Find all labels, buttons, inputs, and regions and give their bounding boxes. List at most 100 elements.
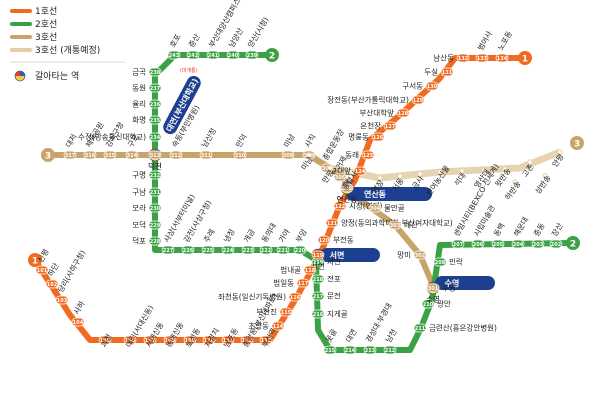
legend-item-line1: 1호선 (10, 6, 57, 17)
station-number: 220 (295, 248, 306, 254)
station-number: 228 (150, 239, 161, 245)
station-number: 133 (477, 56, 488, 62)
station-badge (288, 292, 302, 302)
station-407[interactable]: 반여농산물 (424, 163, 452, 197)
station-number: 239 (247, 53, 258, 59)
station-badge (259, 245, 273, 255)
station-label: 화명 (132, 115, 146, 125)
station-238[interactable]: 238 금곡 (132, 68, 162, 77)
station-label: 시청(연제) (349, 202, 383, 211)
station-badge (206, 50, 220, 60)
station-label: 교대앞 (330, 167, 351, 176)
station-label: 물만골 (384, 204, 405, 213)
station-number: 116 (290, 295, 301, 301)
station-badge (511, 239, 525, 249)
transfer-box-suyeong[interactable]: 수영 (435, 276, 495, 290)
station-label: 양산(시청) (245, 15, 270, 49)
station-badge (433, 257, 447, 267)
station-badge (271, 321, 285, 331)
station-dot (377, 175, 383, 181)
station-badge (148, 83, 162, 93)
station-label: 금곡 (132, 68, 146, 77)
station-414[interactable]: 상반송 (533, 173, 553, 196)
station-label: 지게골 (327, 309, 348, 319)
station-label: 부암 (293, 227, 309, 244)
station-dot (397, 173, 403, 179)
station-number: 238 (150, 70, 161, 76)
station-number: 316 (85, 153, 96, 159)
station-label: 구남 (132, 188, 146, 197)
station-number: 312 (171, 153, 182, 159)
station-badge (293, 245, 307, 255)
station-413[interactable]: 하반송 (503, 179, 523, 202)
station-label: 명륜동 (348, 132, 369, 142)
station-badge (240, 335, 254, 345)
station-number: 112 (242, 338, 253, 344)
station-badge (383, 345, 397, 355)
station-badge (361, 150, 375, 160)
station-label: 수영 (442, 283, 456, 293)
station-220[interactable]: 220 부암 (293, 227, 309, 255)
station-number: 105 (100, 338, 111, 344)
transfer-box-yeonsan[interactable]: 연산동 (346, 187, 432, 201)
transfer-box-seomyeon[interactable]: 서면 (320, 248, 380, 262)
station-badge (340, 183, 354, 193)
